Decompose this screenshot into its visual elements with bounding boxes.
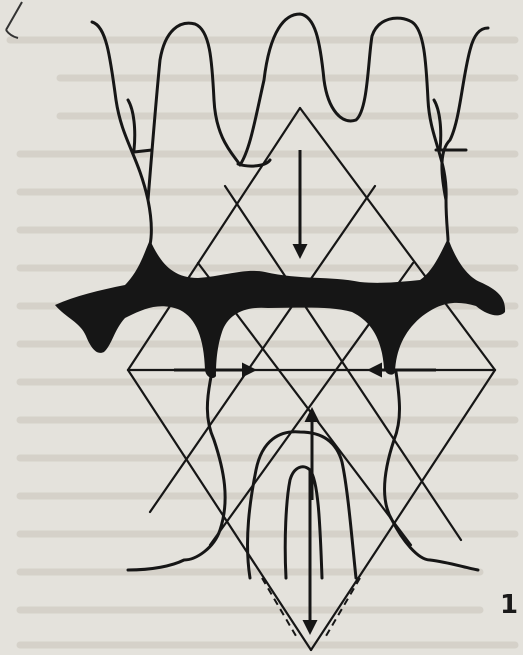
figure-number: 1 [500,592,518,618]
